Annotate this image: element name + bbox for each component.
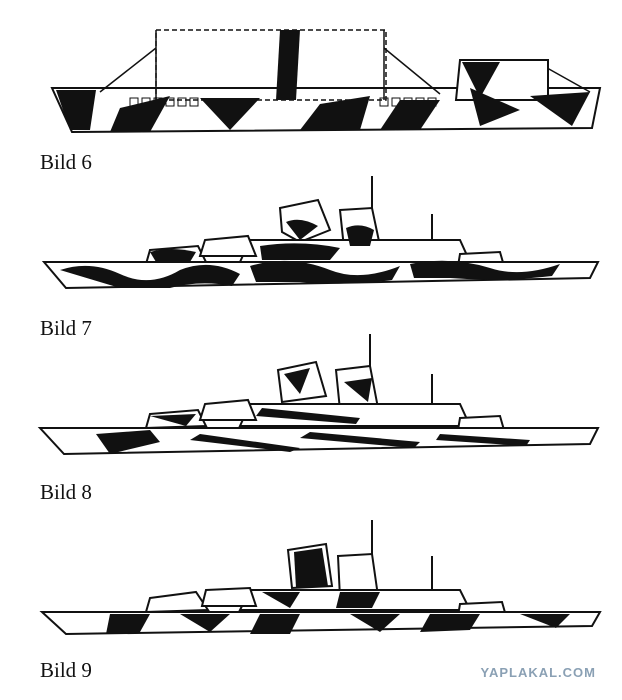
- figure-caption: Bild 8: [40, 480, 92, 504]
- figure-bild-9: Bild 9: [0, 500, 622, 700]
- ship-illustration-bild-6: [50, 29, 602, 134]
- ship-illustration-bild-9: [39, 520, 602, 636]
- figure-bild-7: Bild 7: [0, 170, 622, 340]
- figure-caption: Bild 9: [40, 658, 92, 682]
- figure-bild-6: Bild 6: [0, 0, 622, 180]
- figure-bild-8: Bild 8: [0, 330, 622, 504]
- site-watermark: YAPLAKAL.COM: [480, 665, 596, 680]
- ship-illustration-bild-7: [41, 176, 600, 290]
- figure-caption: Bild 6: [40, 150, 92, 174]
- figure-caption: Bild 7: [40, 316, 92, 340]
- ship-illustration-bild-8: [37, 334, 600, 456]
